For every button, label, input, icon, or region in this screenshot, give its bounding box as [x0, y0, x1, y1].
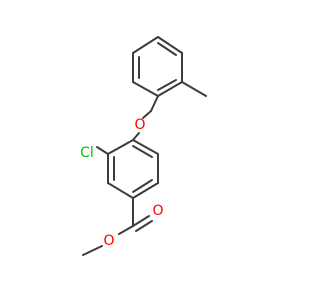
methoxy-bond [82, 245, 103, 256]
carbonyl-bond [132, 215, 150, 227]
molecule-structure: O Cl O O [80, 36, 207, 256]
double-bond-inner [157, 79, 177, 91]
double-bond-inner [157, 42, 177, 56]
oxygen-ether-label: O [134, 117, 145, 133]
oxygen-ring-bond [132, 132, 140, 141]
bond [157, 81, 183, 97]
double-bond-inner [132, 145, 153, 158]
ester-oxygen-bond [118, 225, 134, 235]
chlorine-bond [96, 146, 109, 155]
bond [107, 182, 134, 199]
chlorine-label: Cl [80, 145, 94, 161]
bond [132, 139, 159, 155]
carbonyl-bond-double [135, 220, 153, 232]
bond [107, 139, 134, 155]
bond [132, 81, 159, 97]
bond [132, 36, 159, 54]
methyl-bond [181, 81, 207, 97]
chlorobenzoate-ring [107, 139, 159, 199]
double-bond-inner [132, 179, 153, 193]
benzyl-ch2-bond [150, 95, 159, 112]
methylbenzyl-ring [132, 36, 183, 97]
oxygen-ester-label: O [103, 233, 114, 249]
bond [157, 36, 183, 54]
ch2-oxygen-bond [142, 110, 152, 119]
bond [132, 182, 159, 199]
oxygen-carbonyl-label: O [152, 203, 163, 219]
